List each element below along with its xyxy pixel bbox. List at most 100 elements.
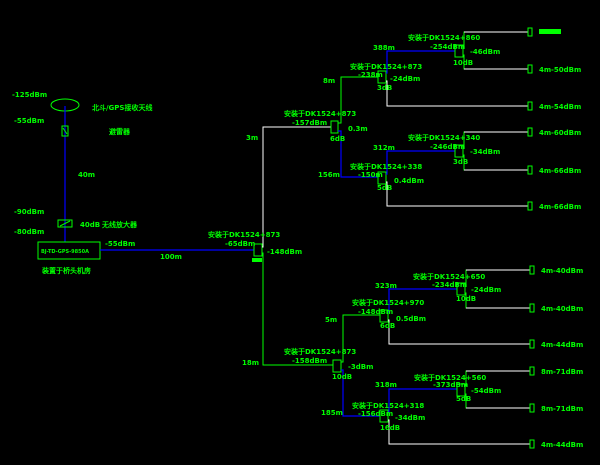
- end-len: 4m: [539, 167, 551, 175]
- end-antenna-icon[interactable]: [529, 265, 535, 275]
- lower-splitter-l4a[interactable]: [456, 282, 466, 296]
- antenna-label: 北斗/GPS接收天线: [92, 103, 152, 112]
- arrester-label: 避雷器: [108, 127, 131, 136]
- amplifier-icon: [57, 219, 73, 228]
- end-antenna-icons: [527, 27, 535, 449]
- lower-splitter-l4b[interactable]: [456, 383, 466, 397]
- lower-l4a-label: 安装于DK1524+650: [413, 272, 485, 281]
- upper-l3a-out: -24dBm: [390, 75, 420, 83]
- main-down-length: 18m: [242, 359, 259, 367]
- antenna-out: -55dBm: [14, 117, 44, 125]
- lower-l4b-out: -54dBm: [471, 387, 501, 395]
- upper-l4a-in: -254dBm: [430, 43, 465, 51]
- end-len: 4m: [541, 341, 553, 349]
- lower-l2-out: -3dBm: [348, 363, 373, 371]
- lower-l4b-in: -373dBm: [433, 381, 468, 389]
- lower-l3a-in: -148dBm: [358, 308, 393, 316]
- amp-gain: 40dB: [80, 221, 100, 229]
- upper-l3a-in: -238m: [358, 71, 383, 79]
- lower-l4b-len: 318m: [375, 381, 397, 389]
- lower-l4b-loss: 5dB: [456, 395, 471, 403]
- upper-l3b-down: [386, 181, 528, 207]
- upper-l4a-loss: 10dB: [453, 59, 473, 67]
- lower-splitter-l3a[interactable]: [379, 309, 389, 323]
- lower-l3b-out: -34dBm: [395, 414, 425, 422]
- upper-end-labels: 4m-50dBm 4m-54dBm 4m-60dBm 4m-66dBm 4m-6…: [539, 66, 581, 211]
- end-antenna-icon[interactable]: [529, 339, 535, 349]
- end-antenna-icon[interactable]: [527, 64, 533, 74]
- lower-end-labels: 4m-40dBm 4m-40dBm 4m-44dBm 8m-71dBm 8m-7…: [541, 267, 583, 449]
- end-antenna-icon[interactable]: [527, 201, 533, 211]
- lower-l2-up-len: 5m: [325, 316, 337, 324]
- amp-in: -90dBm: [14, 208, 44, 216]
- end-len: 8m: [541, 368, 553, 376]
- end-antenna-icon[interactable]: [529, 403, 535, 413]
- upper-l2-out: 0.3m: [348, 125, 368, 133]
- lower-l4a-in: -234dBm: [432, 281, 467, 289]
- upper-l3a-up: [386, 50, 455, 74]
- end-antenna-icon[interactable]: [529, 303, 535, 313]
- arrester-icon: [61, 125, 69, 137]
- upper-l4b-loss: 3dB: [453, 158, 468, 166]
- end-level: -71dBm: [553, 368, 583, 376]
- end-len: 4m: [539, 129, 551, 137]
- upper-l2-up-len: 8m: [323, 77, 335, 85]
- end-level: -60dBm: [551, 129, 581, 137]
- lower-l4a-loss: 10dB: [456, 295, 476, 303]
- end-antenna-icon[interactable]: [529, 366, 535, 376]
- lower-l2-loss: 10dB: [332, 373, 352, 381]
- end-len: 4m: [539, 203, 551, 211]
- unit-label: 装置于桥头机房: [41, 266, 91, 275]
- end-level: -40dBm: [553, 267, 583, 275]
- end-level: -54dBm: [551, 103, 581, 111]
- main-splitter-tag: [252, 258, 262, 262]
- trunk-length: 100m: [160, 253, 182, 261]
- end-len: 4m: [541, 267, 553, 275]
- upper-splitter-l4a[interactable]: [454, 44, 464, 58]
- upper-splitter-l3b[interactable]: [377, 171, 387, 185]
- upper-l3b-in: -150m: [358, 171, 383, 179]
- end-antenna-icon[interactable]: [527, 27, 533, 37]
- end-len: 4m: [539, 66, 551, 74]
- upper-splitter-l2[interactable]: [330, 120, 339, 134]
- end-antenna-icon[interactable]: [527, 101, 533, 111]
- end-level: -71dBm: [553, 405, 583, 413]
- end-level: -40dBm: [553, 305, 583, 313]
- upper-l2-label: 安装于DK1524+873: [284, 109, 356, 118]
- lower-l4b-label: 安装于DK1524+560: [414, 373, 486, 382]
- upper-l3a-label: 安装于DK1524+873: [350, 62, 422, 71]
- end-len: 4m: [539, 103, 551, 111]
- lower-l4a-len: 323m: [375, 282, 397, 290]
- upper-l3b-out: 0.4dBm: [394, 177, 424, 185]
- end-antenna-icon[interactable]: [529, 439, 535, 449]
- end-len: 4m: [541, 305, 553, 313]
- main-splitter-in: -65dBm: [225, 240, 255, 248]
- upper-splitter-l4b[interactable]: [454, 144, 464, 158]
- upper-splitter-l3a[interactable]: [377, 70, 387, 84]
- end-antenna-icon[interactable]: [527, 165, 533, 175]
- lower-l2-label: 安装于DK1524+873: [284, 347, 356, 356]
- main-splitter-label: 安装于DK1524+873: [208, 230, 280, 239]
- upper-l2-up: [338, 76, 378, 124]
- end-level: -66dBm: [551, 167, 581, 175]
- main-up-length: 3m: [246, 134, 258, 142]
- antenna-level: -125dBm: [12, 91, 47, 99]
- selected-highlight-bar: [539, 29, 561, 34]
- lower-splitter-l3b[interactable]: [379, 409, 389, 423]
- main-splitter[interactable]: [253, 243, 263, 257]
- upper-l2-down: [338, 130, 378, 178]
- lower-l4b-down: [465, 393, 530, 409]
- upper-l3a-loss: 3dB: [377, 84, 392, 92]
- amp-out: -80dBm: [14, 228, 44, 236]
- end-antenna-icon[interactable]: [527, 127, 533, 137]
- end-level: -66dBm: [551, 203, 581, 211]
- upper-l4a-label: 安装于DK1524+860: [408, 33, 480, 42]
- end-len: 4m: [541, 441, 553, 449]
- lower-l2-up: [341, 314, 380, 363]
- feeder-up: [262, 126, 331, 248]
- lower-splitter-l2[interactable]: [332, 359, 342, 373]
- amp-label: 无线放大器: [101, 220, 138, 229]
- upper-l3b-up: [386, 150, 455, 175]
- unit-text: BJ-TD-GPS-9850A: [41, 249, 89, 255]
